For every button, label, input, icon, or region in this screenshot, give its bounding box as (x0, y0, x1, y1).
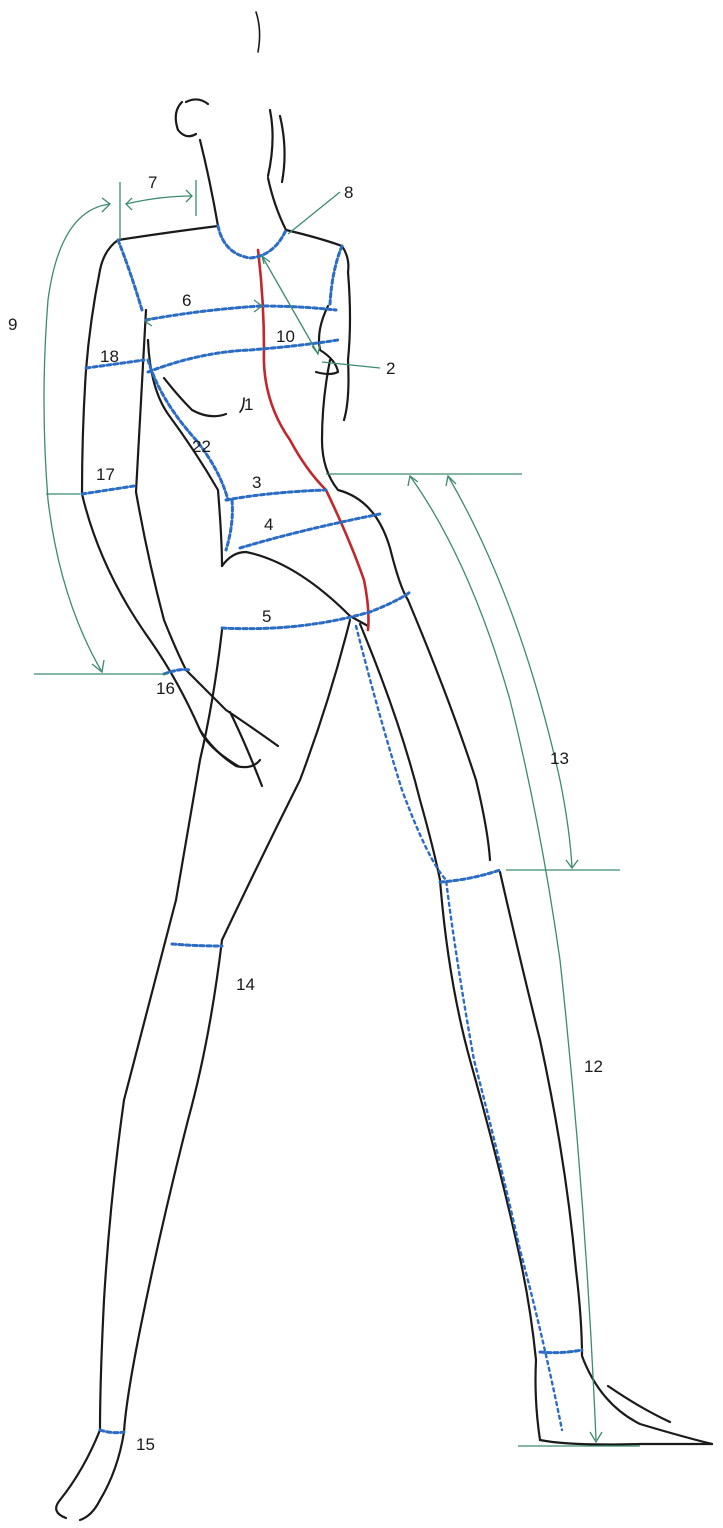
waist-knee-arc (448, 476, 572, 868)
ankle-right-line (540, 1350, 582, 1353)
waist-knee-arrowheads (446, 476, 578, 868)
label-7: 7 (148, 173, 157, 192)
wrist-line (164, 670, 190, 675)
waist-floor-arrowheads (408, 476, 602, 1442)
hair-stroke (256, 12, 260, 52)
label-22: 22 (192, 437, 211, 456)
chest-width-arrow (146, 300, 262, 326)
right-arm (344, 272, 350, 420)
label-5: 5 (262, 607, 271, 626)
label-16: 16 (156, 679, 175, 698)
label-14: 14 (236, 975, 255, 994)
shoulder-right (286, 230, 348, 272)
chest-width-line (146, 306, 336, 320)
label-9: 9 (8, 315, 17, 334)
shoulder-left (100, 226, 218, 270)
knee-right-line (440, 870, 500, 882)
right-leg-outer (408, 600, 712, 1444)
label-6: 6 (182, 291, 191, 310)
shoulder-arrowheads (126, 190, 192, 210)
neck-pointer (288, 192, 340, 234)
label-13: 13 (550, 749, 569, 768)
armhole-right-line (330, 246, 342, 304)
label-12: 12 (584, 1057, 603, 1076)
label-15: 15 (136, 1435, 155, 1454)
label-4: 4 (264, 515, 273, 534)
waist-line (226, 490, 326, 500)
label-2: 2 (386, 359, 395, 378)
label-3: 3 (252, 473, 261, 492)
knee-left-line (172, 944, 222, 946)
crotch-line (222, 552, 368, 626)
label-8: 8 (344, 183, 353, 202)
waist-side-drop (226, 500, 232, 550)
bust-line (148, 340, 338, 372)
high-hip-line (240, 514, 380, 548)
label-18: 18 (100, 347, 119, 366)
hair-left (176, 99, 208, 136)
neck-left (200, 140, 218, 226)
right-leg-inner (360, 624, 540, 1440)
left-leg-inner (80, 620, 350, 1520)
hip-line (222, 592, 410, 629)
bust-pointer (322, 362, 380, 368)
waist-floor-arc (410, 476, 596, 1440)
hair-right (268, 110, 285, 182)
label-10: 10 (276, 327, 295, 346)
torso-right-side (322, 360, 408, 600)
neck-circumference-line (218, 226, 286, 258)
left-leg-outer (56, 630, 222, 1518)
side-seam-line (148, 360, 228, 500)
label-17: 17 (96, 465, 115, 484)
label-1: 1 (244, 395, 253, 414)
ankle-left-line (100, 1430, 124, 1433)
inseam-line (356, 626, 562, 1430)
neck-right (268, 178, 286, 230)
left-arm-inner (136, 310, 186, 670)
armhole-left-line (118, 240, 142, 310)
elbow-line (82, 486, 134, 494)
figure-outline (56, 12, 712, 1520)
shoulder-width-arrow (126, 196, 192, 204)
